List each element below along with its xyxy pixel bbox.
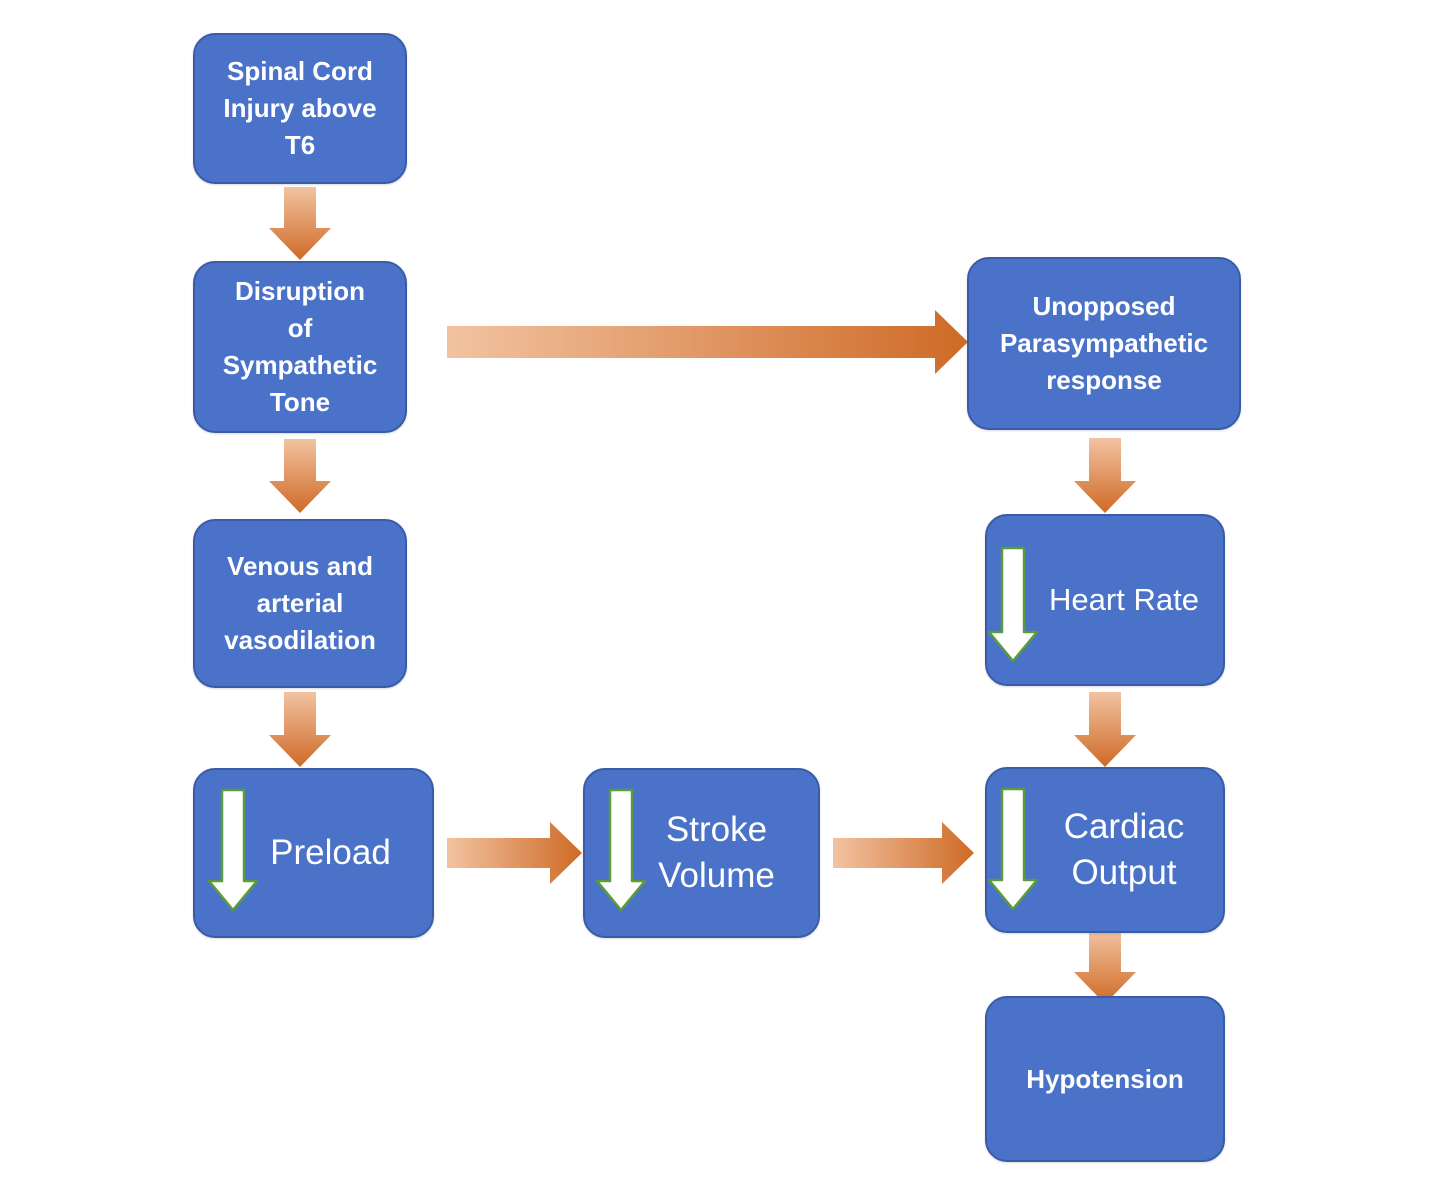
decrease-arrow-icon bbox=[987, 787, 1039, 911]
arrow-disruption-to-vasodilation bbox=[269, 439, 331, 513]
decrease-arrow-icon bbox=[595, 788, 647, 912]
node-hypotension: Hypotension bbox=[985, 996, 1225, 1162]
node-label: Cardiac Output bbox=[1063, 807, 1185, 892]
node-vasodilation: Venous and arterial vasodilation bbox=[193, 519, 407, 688]
node-label: Hypotension bbox=[1026, 1063, 1184, 1094]
arrow-vasodilation-to-preload bbox=[269, 692, 331, 767]
node-spinal-cord-injury: Spinal Cord Injury above T6 bbox=[193, 33, 407, 184]
arrow-preload-to-stroke-volume bbox=[447, 822, 582, 884]
node-label: Preload bbox=[270, 833, 391, 872]
node-cardiac-output: Cardiac Output bbox=[985, 767, 1225, 933]
node-stroke-volume: Stroke Volume bbox=[583, 768, 820, 938]
arrow-cardiac-output-to-hypotension bbox=[1074, 930, 1136, 1004]
arrow-injury-to-disruption bbox=[269, 187, 331, 260]
arrow-heart-rate-to-cardiac-output bbox=[1074, 692, 1136, 767]
node-unopposed-parasympathetic: Unopposed Parasympathetic response bbox=[967, 257, 1241, 430]
node-label: Stroke Volume bbox=[658, 810, 775, 895]
node-label: Disruption of Sympathetic Tone bbox=[222, 276, 378, 417]
arrow-stroke-volume-to-cardiac-output bbox=[833, 822, 974, 884]
node-disruption-sympathetic-tone: Disruption of Sympathetic Tone bbox=[193, 261, 407, 433]
node-label: Heart Rate bbox=[1049, 582, 1199, 617]
arrow-parasympathetic-to-heart-rate bbox=[1074, 438, 1136, 513]
node-label: Spinal Cord Injury above T6 bbox=[223, 56, 377, 160]
node-label: Unopposed Parasympathetic response bbox=[999, 291, 1209, 395]
decrease-arrow-icon bbox=[987, 546, 1039, 663]
decrease-arrow-icon bbox=[207, 788, 259, 912]
node-preload: Preload bbox=[193, 768, 434, 938]
node-heart-rate: Heart Rate bbox=[985, 514, 1225, 686]
arrow-disruption-to-parasympathetic bbox=[447, 310, 968, 374]
node-label: Venous and arterial vasodilation bbox=[224, 551, 376, 655]
